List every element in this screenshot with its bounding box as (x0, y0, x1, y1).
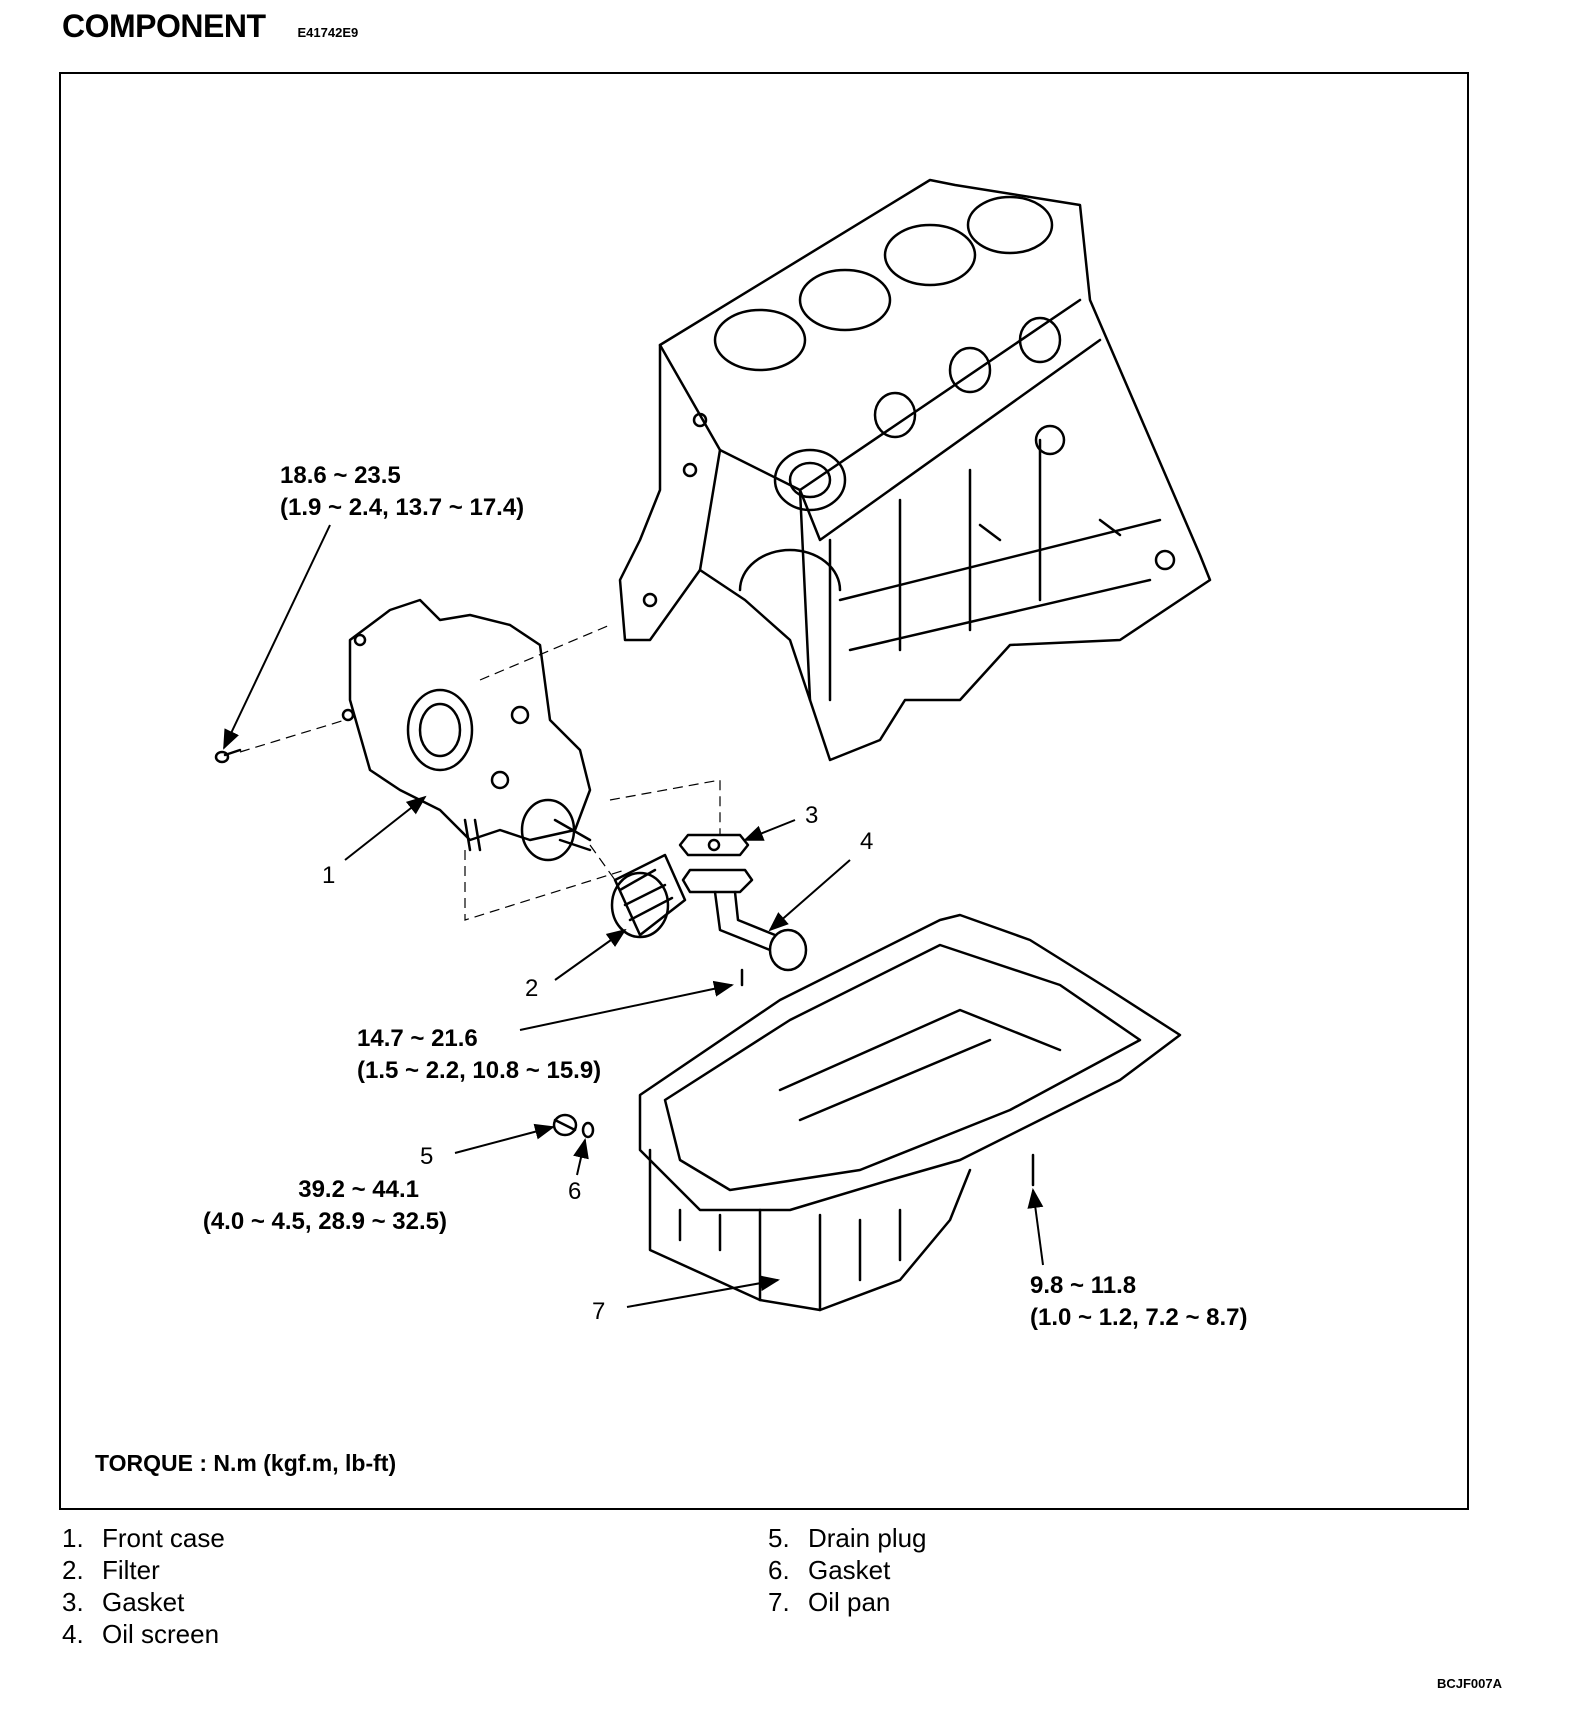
legend-item: 7.Oil pan (768, 1587, 891, 1617)
front-case-drawing (341, 598, 592, 862)
torque-drain-plug: 39.2 ~ 44.1 (4.0 ~ 4.5, 28.9 ~ 32.5) (172, 1174, 447, 1238)
callout-3: 3 (805, 802, 819, 829)
engine-block-drawing (618, 178, 1212, 762)
front-case-bolt-drawing (214, 748, 242, 764)
legend-item: 4.Oil screen (62, 1619, 220, 1649)
torque-value-nm: 39.2 ~ 44.1 (298, 1176, 419, 1203)
callout-1: 1 (322, 862, 336, 889)
callout-4: 4 (860, 828, 874, 855)
section-code: E41742E9 (297, 25, 359, 40)
figure-code: BCJF007A (1436, 1676, 1502, 1691)
filter-drawing (610, 853, 687, 939)
torque-value-nm: 9.8 ~ 11.8 (1030, 1272, 1137, 1299)
torque-value-nm: 14.7 ~ 21.6 (357, 1025, 478, 1052)
legend-item: 3.Gasket (62, 1587, 185, 1617)
leader-lines (223, 524, 1044, 1308)
callout-7: 7 (592, 1298, 606, 1325)
torque-front-case-bolt: 18.6 ~ 23.5 (1.9 ~ 2.4, 13.7 ~ 17.4) (280, 460, 524, 524)
torque-unit-note: TORQUE : N.m (kgf.m, lb-ft) (95, 1450, 397, 1476)
torque-value-alt: (4.0 ~ 4.5, 28.9 ~ 32.5) (202, 1208, 447, 1235)
torque-value-alt: (1.5 ~ 2.2, 10.8 ~ 15.9) (357, 1057, 602, 1084)
legend-left: 1.Front case 2.Filter 3.Gasket 4.Oil scr… (62, 1522, 225, 1650)
callout-2: 2 (525, 975, 539, 1002)
legend-item: 6.Gasket (768, 1555, 891, 1585)
drain-plug-drawing (552, 1113, 595, 1139)
torque-value-alt: (1.9 ~ 2.4, 13.7 ~ 17.4) (280, 494, 525, 521)
oil-screen-drawing (681, 868, 808, 987)
diagram-frame (59, 72, 1469, 1510)
page-heading: COMPONENT E41742E9 (62, 8, 358, 45)
legend-item: 5.Drain plug (768, 1523, 927, 1553)
torque-screen-bolt: 14.7 ~ 21.6 (1.5 ~ 2.2, 10.8 ~ 15.9) (357, 1023, 601, 1087)
callout-6: 6 (568, 1178, 582, 1205)
page-title: COMPONENT (62, 8, 266, 44)
legend-item: 1.Front case (62, 1523, 225, 1553)
oil-pan-drawing (638, 913, 1182, 1312)
torque-pan-bolt: 9.8 ~ 11.8 (1.0 ~ 1.2, 7.2 ~ 8.7) (1030, 1270, 1247, 1334)
torque-value-alt: (1.0 ~ 1.2, 7.2 ~ 8.7) (1030, 1304, 1248, 1331)
legend-item: 2.Filter (62, 1555, 160, 1585)
callout-5: 5 (420, 1143, 434, 1170)
legend-right: 5.Drain plug 6.Gasket 7.Oil pan (768, 1522, 927, 1618)
gasket-3-drawing (678, 833, 750, 857)
torque-value-nm: 18.6 ~ 23.5 (280, 462, 401, 489)
